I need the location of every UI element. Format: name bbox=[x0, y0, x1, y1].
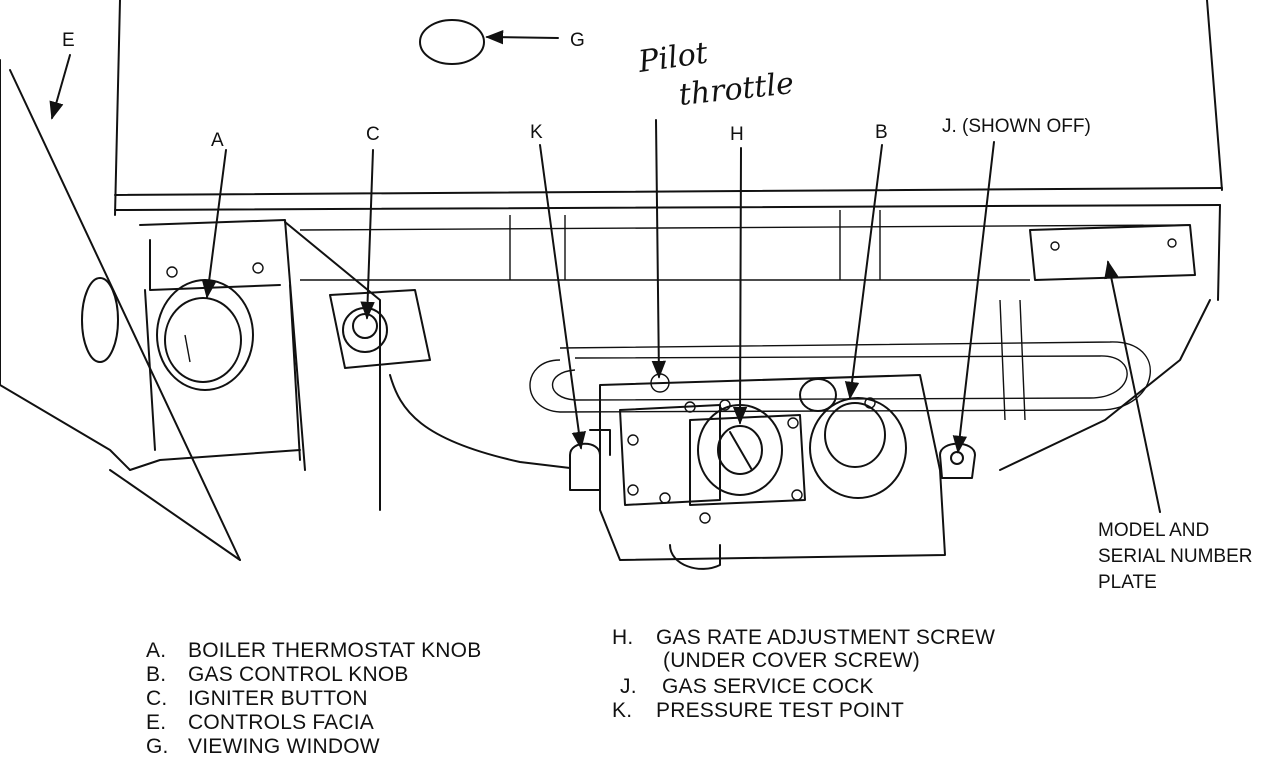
legend-key-h: H. bbox=[612, 626, 633, 649]
handwritten-note-line-2: throttle bbox=[677, 66, 795, 113]
pointer-b bbox=[844, 144, 883, 400]
legend-key-g: G. bbox=[146, 735, 169, 758]
igniter-button bbox=[329, 289, 571, 469]
model-plate-line-3: PLATE bbox=[1098, 572, 1157, 593]
legend-key-k: K. bbox=[612, 699, 632, 722]
callout-g: G bbox=[570, 30, 585, 51]
callout-b: B bbox=[875, 122, 888, 143]
boiler-casing bbox=[114, 0, 1223, 471]
callout-h: H bbox=[730, 124, 744, 145]
legend-text-a: BOILER THERMOSTAT KNOB bbox=[188, 639, 481, 662]
gas-pipework bbox=[529, 299, 1151, 421]
callout-c: C bbox=[366, 124, 380, 145]
controls-facia bbox=[0, 59, 381, 561]
legend-key-b: B. bbox=[146, 663, 166, 686]
pointer-h bbox=[732, 147, 748, 425]
boiler-thermostat-knob bbox=[156, 279, 254, 391]
viewing-window bbox=[419, 19, 485, 65]
pointer-pilot-throttle bbox=[651, 119, 667, 379]
callout-k: K bbox=[530, 122, 543, 143]
legend-key-j: J. bbox=[620, 675, 637, 698]
pointer-model-plate bbox=[1104, 260, 1161, 513]
legend-text-c: IGNITER BUTTON bbox=[188, 687, 368, 710]
callout-e: E bbox=[62, 30, 75, 51]
legend-text-h: GAS RATE ADJUSTMENT SCREW bbox=[656, 626, 995, 649]
gas-valve bbox=[569, 373, 976, 570]
legend-left: A. BOILER THERMOSTAT KNOB B. GAS CONTROL… bbox=[146, 639, 481, 758]
pointer-j bbox=[952, 141, 995, 454]
pointer-k bbox=[539, 144, 586, 450]
legend-key-a: A. bbox=[146, 639, 166, 662]
legend-text-k: PRESSURE TEST POINT bbox=[656, 699, 904, 722]
legend-text-g: VIEWING WINDOW bbox=[188, 735, 380, 758]
callout-j: J. (SHOWN OFF) bbox=[942, 116, 1091, 137]
legend-key-e: E. bbox=[146, 711, 166, 734]
handwritten-note-line-1: Pilot bbox=[635, 35, 711, 80]
pointer-e bbox=[49, 54, 71, 120]
legend-text-b: GAS CONTROL KNOB bbox=[188, 663, 409, 686]
pointer-a bbox=[201, 149, 227, 299]
legend-right: H. GAS RATE ADJUSTMENT SCREW (UNDER COVE… bbox=[612, 626, 995, 722]
callout-a: A bbox=[211, 130, 224, 151]
pointer-c bbox=[360, 149, 375, 320]
model-plate-line-1: MODEL AND bbox=[1098, 520, 1209, 541]
model-plate-line-2: SERIAL NUMBER bbox=[1098, 546, 1253, 567]
legend-text-e: CONTROLS FACIA bbox=[188, 711, 374, 734]
pointer-g bbox=[485, 30, 559, 45]
legend-key-c: C. bbox=[146, 687, 167, 710]
callout-pointers bbox=[49, 30, 1161, 513]
legend-text-h-sub: (UNDER COVER SCREW) bbox=[663, 649, 920, 672]
legend-text-j: GAS SERVICE COCK bbox=[662, 675, 874, 698]
